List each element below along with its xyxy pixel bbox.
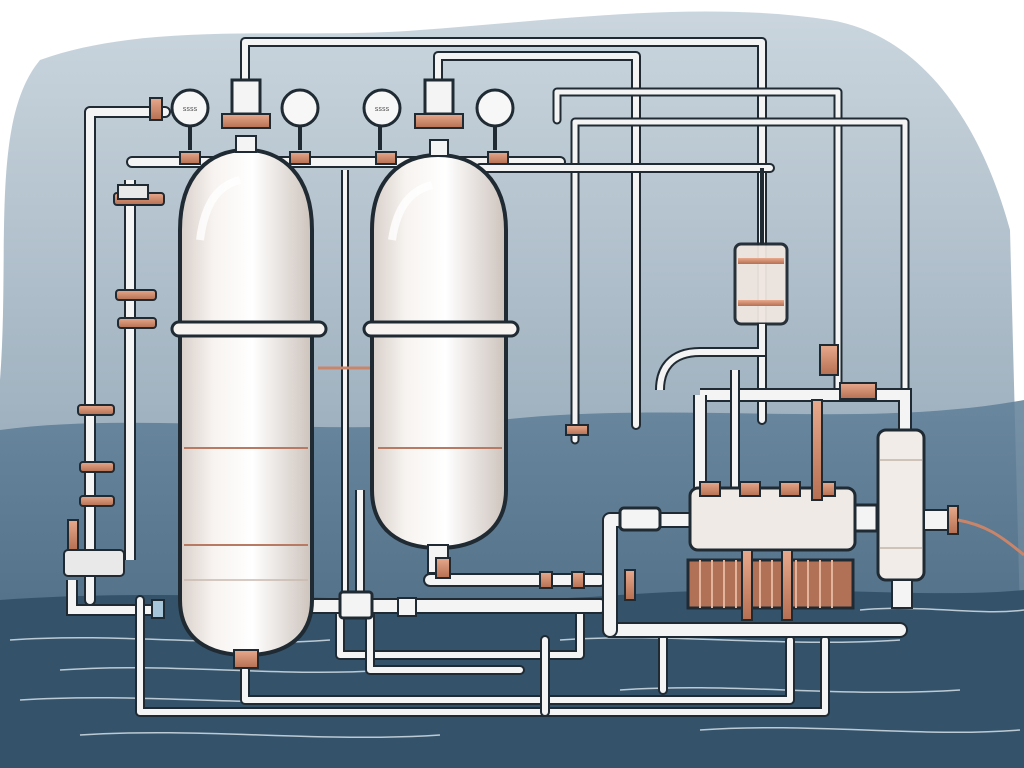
hanging-filter	[655, 168, 789, 391]
left-tank	[170, 135, 328, 669]
side-filter	[876, 428, 1024, 609]
top-pipe-network	[84, 37, 910, 606]
small-fittings	[151, 424, 636, 620]
right-tank	[362, 139, 520, 574]
gauge-1-label: ssss	[183, 105, 198, 113]
gauge-3: ssss	[362, 88, 402, 150]
pump-assembly	[618, 344, 912, 621]
gauge-1: ssss	[170, 88, 210, 150]
top-valves	[149, 78, 509, 165]
inter-tank-pipes	[318, 170, 370, 610]
left-supply-pipe	[63, 180, 165, 616]
gauge-3-label: ssss	[375, 105, 390, 113]
gauge-4	[475, 88, 515, 150]
gauge-2	[280, 88, 320, 150]
